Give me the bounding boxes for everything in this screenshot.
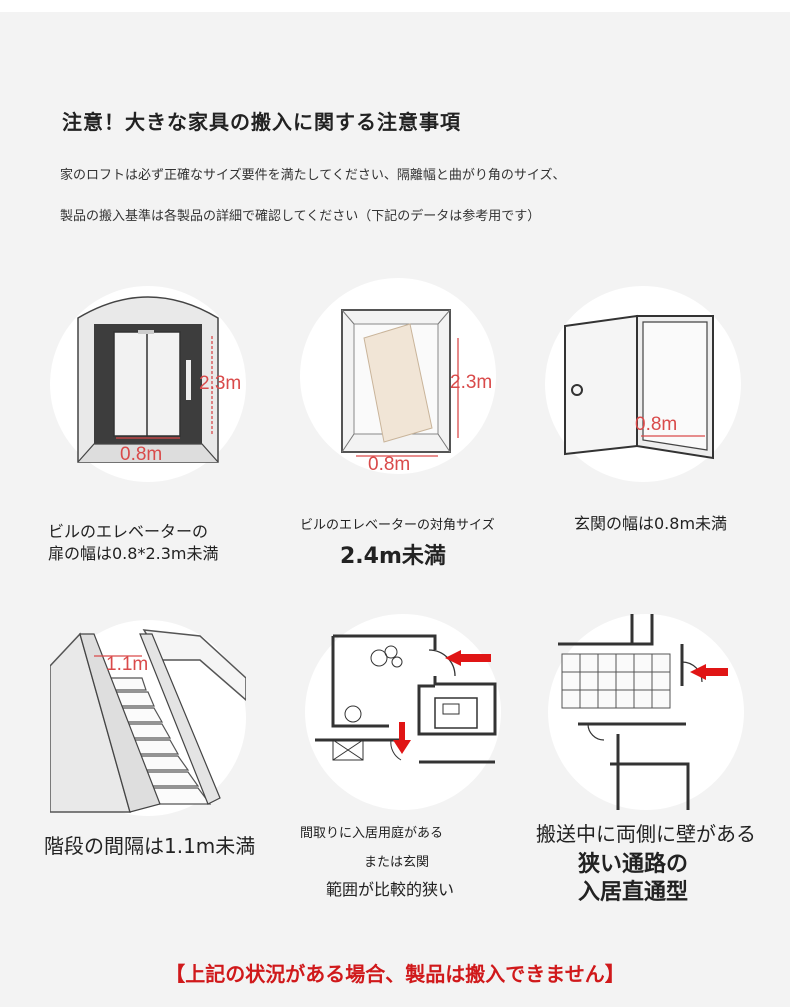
dim-width-label: 0.8m	[120, 444, 162, 465]
intro-line-1: 家のロフトは必ず正確なサイズ要件を満たしてください、隔離幅と曲がり角のサイズ、	[60, 168, 566, 183]
item5-label-line2: または玄関	[364, 855, 430, 870]
elevator-diagonal-illustration: 2.3m 0.8m	[300, 278, 496, 474]
elevator-door-illustration: 2.3m 0.8m	[50, 286, 246, 482]
item3-label: 玄関の幅は0.8m未満	[574, 514, 728, 533]
dim-height-label: 2.3m	[199, 373, 241, 394]
elevator-door-icon: 2.3m 0.8m	[77, 296, 241, 465]
page-title: 注意！大きな家具の搬入に関する注意事項	[62, 110, 461, 134]
entrance-door-illustration: 0.8m	[545, 286, 741, 482]
item5-label-line3: 範囲が比較的狭い	[326, 880, 455, 899]
dim-width-label: 0.8m	[635, 414, 677, 435]
top-divider	[0, 0, 790, 12]
warning-message: 【上記の状況がある場合、製品は搬入できません】	[165, 962, 625, 986]
dim-height-label: 2.3m	[450, 372, 492, 393]
stairs-icon: 1.1m	[50, 629, 246, 813]
item6-label-line3: 入居直通型	[578, 880, 689, 905]
dim-width-label: 0.8m	[368, 454, 410, 474]
narrow-corridor-icon	[558, 614, 728, 810]
entrance-door-icon: 0.8m	[564, 314, 714, 460]
intro-line-2: 製品の搬入基準は各製品の詳細で確認してください（下記のデータは参考用です）	[60, 209, 541, 224]
item2-label-line2: 2.4m未満	[340, 544, 446, 569]
elevator-diagonal-icon: 2.3m 0.8m	[341, 309, 492, 474]
item6-label-line1: 搬送中に両側に壁がある	[536, 822, 756, 846]
stairs-illustration: 1.1m	[50, 620, 246, 816]
dim-width-label: 1.1m	[106, 654, 148, 675]
item1-label-line1: ビルのエレベーターの	[48, 522, 209, 541]
item1-label-line2: 扉の幅は0.8*2.3m未満	[48, 544, 219, 563]
floorplan-yard-illustration	[305, 614, 501, 810]
item2-label-line1: ビルのエレベーターの対角サイズ	[300, 518, 495, 533]
item5-label-line1: 間取りに入居用庭がある	[300, 826, 444, 841]
item6-label-line2: 狭い通路の	[578, 852, 689, 877]
narrow-corridor-illustration	[548, 614, 744, 810]
item4-label: 階段の間隔は1.1m未満	[44, 834, 256, 858]
floorplan-yard-icon	[315, 634, 497, 764]
